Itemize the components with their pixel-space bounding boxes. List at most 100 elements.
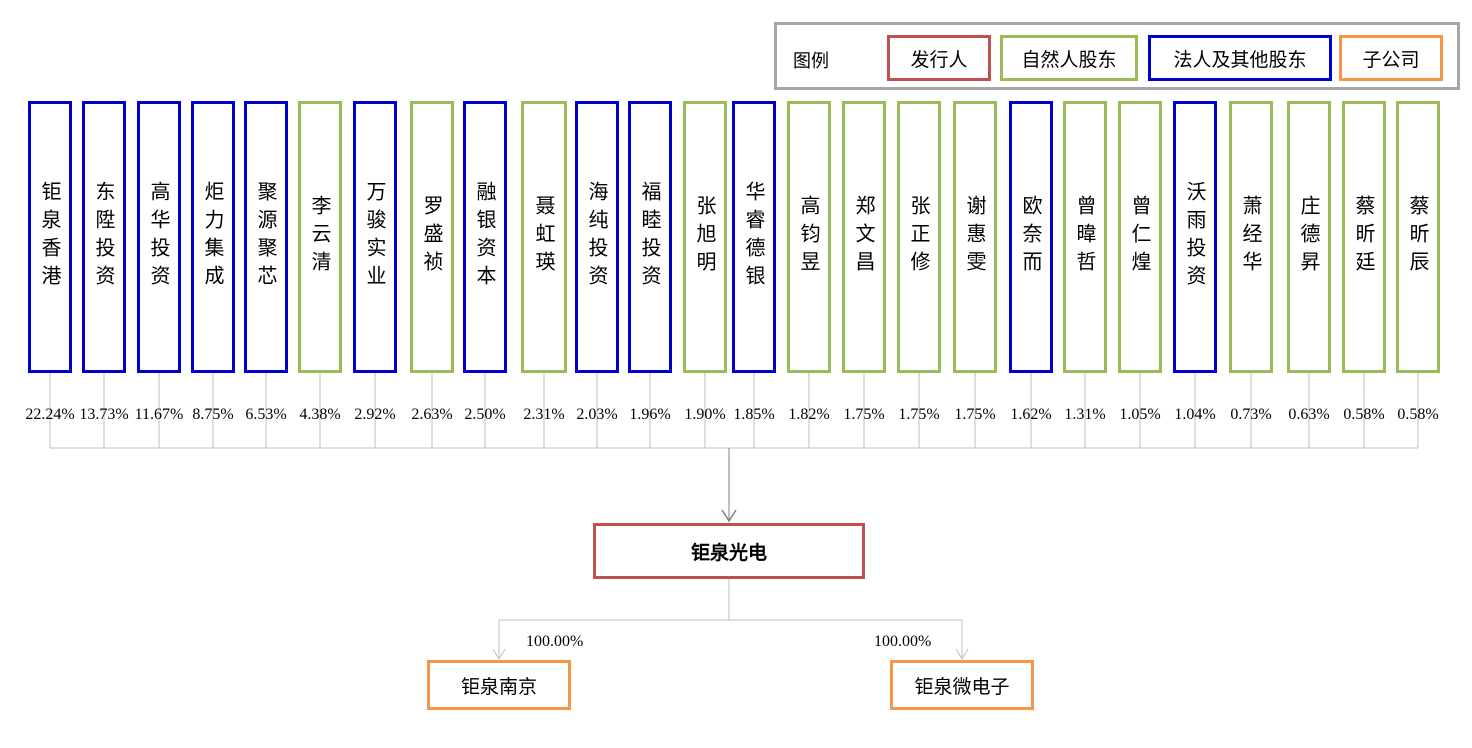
shareholder-name: 张旭明 [693,195,717,279]
shareholder-percentage: 2.03% [576,406,618,423]
shareholder-percentage: 1.75% [954,406,996,423]
issuer-name: 钜泉光电 [690,541,767,564]
subsidiary-percentage: 100.00% [874,633,932,650]
shareholder-name: 海纯投资 [585,181,609,293]
subsidiary-name: 钜泉南京 [460,675,537,698]
shareholder-node: 融银资本 [463,101,507,373]
shareholder-percentage: 2.92% [354,406,396,423]
shareholder-percentage: 0.63% [1288,406,1330,423]
legend-item-natural-shareholder: 自然人股东 [1000,35,1138,81]
shareholder-percentage: 1.75% [843,406,885,423]
shareholder-name: 沃雨投资 [1183,181,1207,293]
shareholder-node: 炬力集成 [191,101,235,373]
shareholder-node: 郑文昌 [842,101,886,373]
legend-title: 图例 [793,51,829,72]
subsidiary-name: 钜泉微电子 [914,675,1010,698]
shareholder-percentage: 0.58% [1343,406,1385,423]
shareholder-name: 曾仁煌 [1128,195,1152,279]
shareholder-name: 万骏实业 [363,181,387,293]
shareholder-percentage: 4.38% [299,406,341,423]
shareholder-percentage: 8.75% [192,406,234,423]
shareholder-name: 炬力集成 [201,181,225,293]
shareholder-name: 李云清 [308,195,332,279]
shareholder-node: 欧奈而 [1009,101,1053,373]
issuer-node: 钜泉光电 [593,523,865,579]
shareholder-node: 高钧昱 [787,101,831,373]
shareholder-node: 东陞投资 [82,101,126,373]
shareholder-node: 谢惠雯 [953,101,997,373]
shareholder-name: 融银资本 [473,181,497,293]
shareholder-percentage: 0.58% [1397,406,1439,423]
shareholder-percentage: 13.73% [79,406,129,423]
legend-item-label: 发行人 [910,48,968,71]
shareholder-node: 李云清 [298,101,342,373]
shareholder-name: 蔡昕廷 [1352,195,1376,279]
shareholder-name: 华睿德银 [742,181,766,293]
shareholder-name: 曾暐哲 [1073,195,1097,279]
shareholder-percentage: 1.85% [733,406,775,423]
shareholder-percentage: 1.31% [1064,406,1106,423]
shareholder-percentage: 11.67% [134,406,184,423]
shareholder-name: 福睦投资 [638,181,662,293]
shareholder-node: 沃雨投资 [1173,101,1217,373]
shareholder-percentage: 2.31% [523,406,565,423]
shareholder-node: 福睦投资 [628,101,672,373]
shareholder-percentage: 22.24% [25,406,75,423]
shareholder-name: 萧经华 [1239,195,1263,279]
shareholder-node: 聂虹瑛 [521,101,567,373]
shareholder-percentage: 1.75% [898,406,940,423]
shareholder-node: 聚源聚芯 [244,101,288,373]
shareholder-name: 聚源聚芯 [254,181,278,293]
shareholder-percentage: 1.90% [684,406,726,423]
shareholder-percentage: 1.82% [788,406,830,423]
shareholder-node: 张正修 [897,101,941,373]
subsidiary-arrow-head [955,648,969,660]
shareholder-node: 曾仁煌 [1118,101,1162,373]
shareholder-percentage: 0.73% [1230,406,1272,423]
issuer-arrow-head [721,509,737,523]
subsidiary-node-microelectronics: 钜泉微电子 [890,660,1034,710]
shareholder-node: 海纯投资 [575,101,619,373]
shareholder-node: 钜泉香港 [28,101,72,373]
shareholder-percentage: 1.05% [1119,406,1161,423]
shareholder-node: 华睿德银 [732,101,776,373]
shareholder-name: 欧奈而 [1019,195,1043,279]
shareholder-percentage: 2.50% [464,406,506,423]
shareholder-node: 罗盛祯 [410,101,454,373]
subsidiary-arrow-head [492,648,506,660]
subsidiary-percentage: 100.00% [526,633,584,650]
shareholder-name: 张正修 [907,195,931,279]
legend-item-label: 自然人股东 [1021,48,1117,71]
shareholder-node: 张旭明 [683,101,727,373]
shareholder-name: 罗盛祯 [420,195,444,279]
shareholder-name: 高华投资 [147,181,171,293]
shareholder-node: 曾暐哲 [1063,101,1107,373]
shareholder-node: 高华投资 [137,101,181,373]
shareholder-name: 高钧昱 [797,195,821,279]
shareholder-name: 蔡昕辰 [1406,195,1430,279]
subsidiary-node-nanjing: 钜泉南京 [427,660,571,710]
shareholder-percentage: 1.96% [629,406,671,423]
legend-item-legal-shareholder: 法人及其他股东 [1148,35,1332,81]
shareholder-percentage: 1.62% [1010,406,1052,423]
legend-item-subsidiary: 子公司 [1339,35,1443,81]
shareholder-percentage: 6.53% [245,406,287,423]
shareholder-node: 蔡昕廷 [1342,101,1386,373]
shareholder-name: 庄德昇 [1297,195,1321,279]
shareholder-name: 谢惠雯 [963,195,987,279]
shareholder-name: 郑文昌 [852,195,876,279]
shareholder-name: 东陞投资 [92,181,116,293]
shareholder-percentage: 2.63% [411,406,453,423]
legend: 图例 发行人 自然人股东 法人及其他股东 子公司 [774,22,1460,90]
legend-item-label: 子公司 [1362,48,1420,71]
shareholder-node: 萧经华 [1229,101,1273,373]
shareholder-node: 万骏实业 [353,101,397,373]
shareholder-percentage: 1.04% [1174,406,1216,423]
shareholder-name: 聂虹瑛 [532,195,556,279]
legend-item-label: 法人及其他股东 [1173,48,1307,71]
shareholder-node: 庄德昇 [1287,101,1331,373]
shareholder-node: 蔡昕辰 [1396,101,1440,373]
legend-item-issuer: 发行人 [887,35,991,81]
